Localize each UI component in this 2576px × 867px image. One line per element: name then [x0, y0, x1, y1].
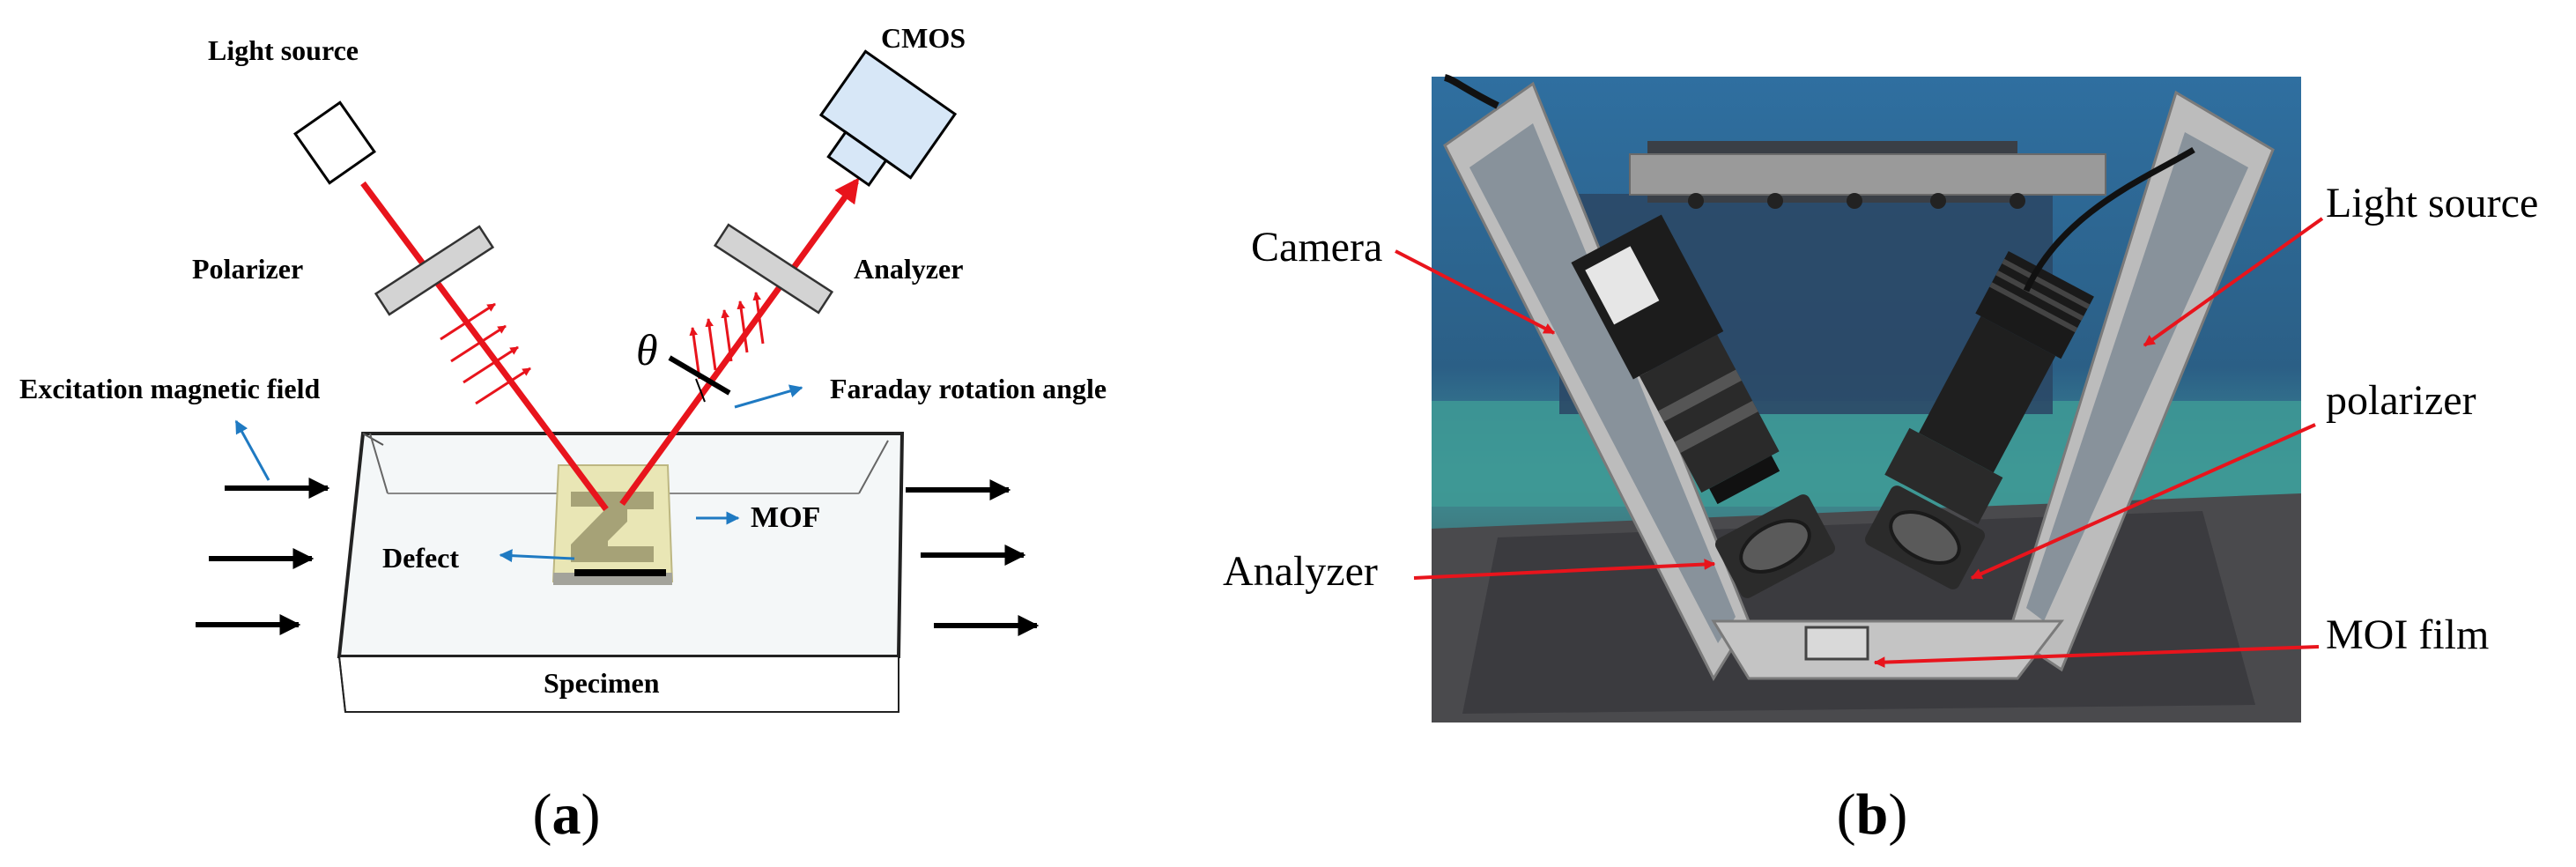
panel-a-schematic: Light source CMOS Polarizer Analyzer θ E…	[19, 22, 1107, 847]
cable	[2023, 146, 2195, 293]
faraday-angle-indicator	[668, 355, 731, 403]
reflected-beam	[619, 177, 860, 507]
label-cmos: CMOS	[881, 22, 966, 54]
label-polarizer-b: polarizer	[2326, 377, 2476, 424]
v-frame	[1443, 81, 2275, 682]
label-analyzer-b: Analyzer	[1223, 548, 1378, 595]
label-analyzer: Analyzer	[854, 253, 963, 285]
label-light-source: Light source	[208, 34, 359, 66]
light-source-device	[1884, 250, 2094, 525]
camera-device	[1571, 214, 1780, 505]
polarization-arrows-reflected	[689, 292, 765, 380]
label-specimen: Specimen	[544, 667, 660, 699]
red-callouts	[1395, 217, 2324, 668]
analyzer-mount	[1715, 494, 1835, 598]
light-source-box	[293, 100, 376, 185]
cmos-camera	[818, 49, 958, 188]
panel-b-photo: Camera Light source polarizer Analyzer M…	[1223, 74, 2538, 847]
polarization-arrows-incident	[440, 302, 531, 405]
polarizer-plate	[374, 225, 495, 316]
label-defect: Defect	[382, 542, 459, 574]
label-polarizer: Polarizer	[192, 253, 303, 285]
mof-film	[551, 464, 674, 585]
polarizer-mount	[1865, 485, 1985, 589]
incident-beam	[360, 181, 609, 512]
analyzer-plate	[713, 223, 834, 315]
label-excitation-field: Excitation magnetic field	[19, 373, 320, 404]
caption-b: (b)	[1837, 782, 1908, 847]
label-light-source-b: Light source	[2326, 180, 2538, 226]
label-moi-film: MOI film	[2326, 611, 2489, 658]
label-mof: MOF	[751, 501, 820, 534]
field-arrows-left	[196, 478, 330, 635]
caption-a: (a)	[533, 782, 601, 847]
field-arrows-right	[906, 479, 1040, 636]
label-theta: θ	[636, 325, 658, 374]
blue-callouts	[234, 384, 803, 563]
label-faraday-angle: Faraday rotation angle	[830, 373, 1107, 404]
label-camera: Camera	[1251, 224, 1382, 270]
